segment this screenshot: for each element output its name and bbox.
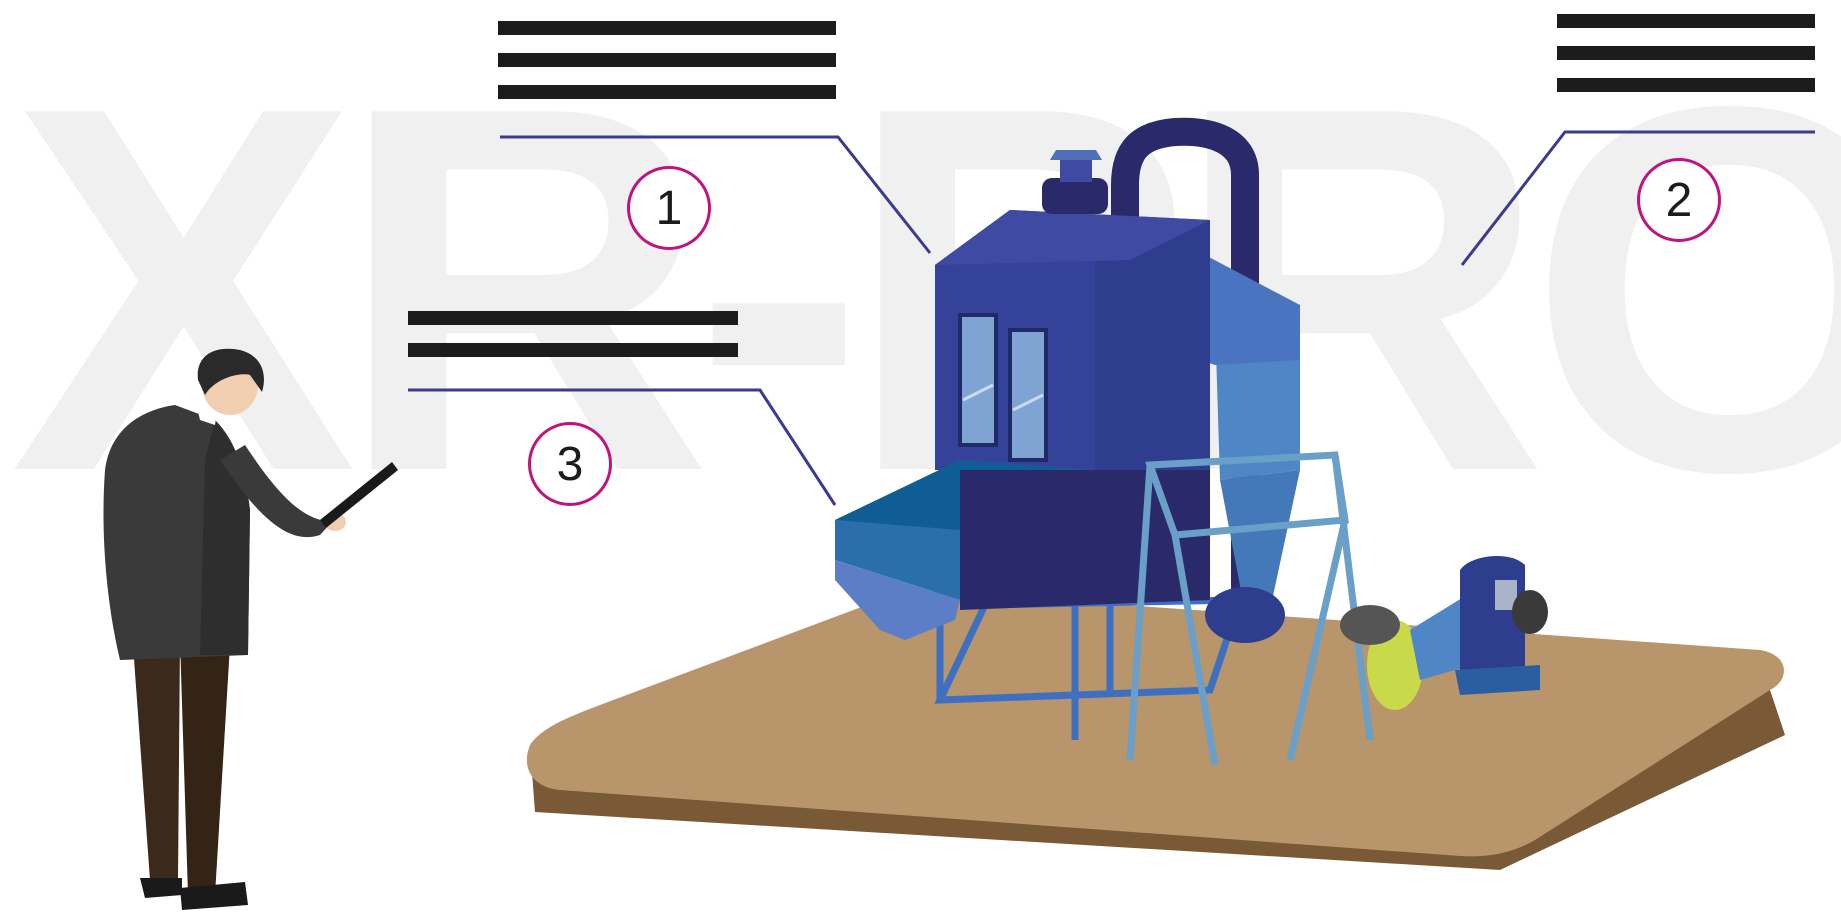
- platform-base: [526, 591, 1785, 870]
- callout-3-placeholder-bars: [408, 311, 738, 357]
- callout-3-number-badge: 3: [528, 422, 612, 506]
- placeholder-bar: [408, 343, 738, 357]
- person-with-tablet-icon: [103, 348, 398, 910]
- callout-1-number-badge: 1: [627, 166, 711, 250]
- industrial-machine-icon: [835, 117, 1548, 766]
- placeholder-bar: [408, 311, 738, 325]
- placeholder-bar: [498, 21, 836, 35]
- placeholder-bar: [1557, 14, 1815, 28]
- callout-1-placeholder-bars: [498, 21, 836, 99]
- callout-2-placeholder-bars: [1557, 14, 1815, 92]
- placeholder-bar: [1557, 46, 1815, 60]
- placeholder-bar: [498, 85, 836, 99]
- placeholder-bar: [498, 53, 836, 67]
- callout-2-number-badge: 2: [1637, 158, 1721, 242]
- placeholder-bar: [1557, 78, 1815, 92]
